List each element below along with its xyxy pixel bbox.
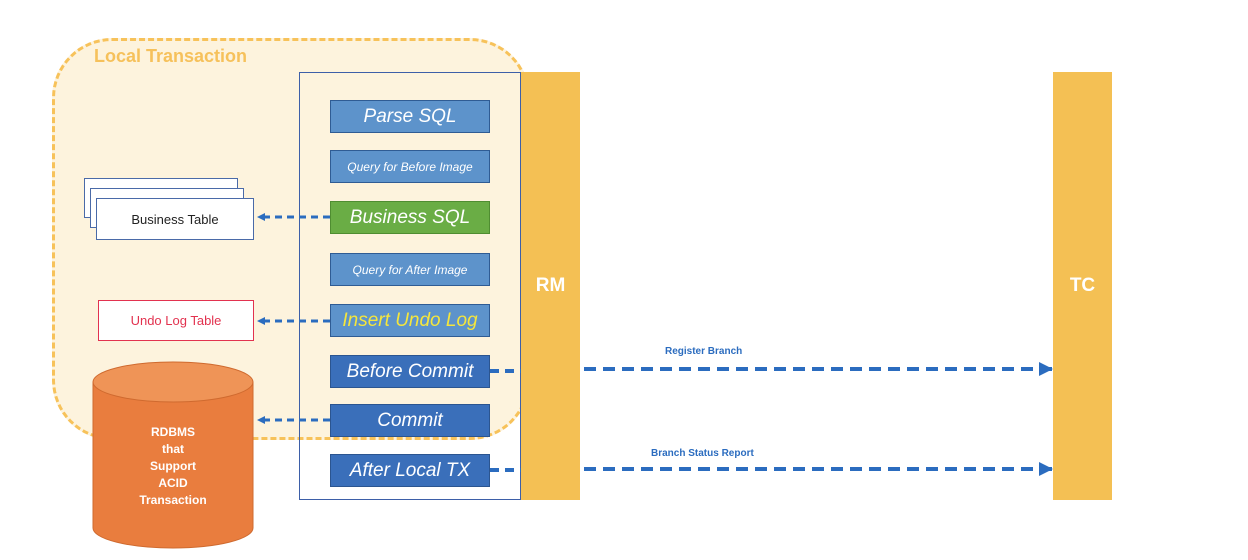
op-before-commit: Before Commit — [330, 355, 490, 388]
op-after-local-tx-label: After Local TX — [349, 459, 471, 481]
branch-status-report-label: Branch Status Report — [651, 448, 754, 459]
database-label-line: ACID — [158, 476, 188, 490]
op-insert-undo-log: Insert Undo Log — [330, 304, 490, 337]
op-parse-sql: Parse SQL — [330, 100, 490, 133]
op-before-commit-label: Before Commit — [346, 360, 474, 382]
undo-log-table-label: Undo Log Table — [130, 313, 222, 328]
operation-column — [299, 72, 521, 500]
local-transaction-label: Local Transaction — [94, 46, 248, 66]
op-business-sql-label: Business SQL — [349, 206, 471, 228]
undo-log-table: Undo Log Table — [98, 300, 254, 341]
op-after-local-tx: After Local TX — [330, 454, 490, 487]
op-query-before-image: Query for Before Image — [330, 150, 490, 183]
business-table: Business Table — [96, 198, 254, 240]
database-label: RDBMS that Support ACID Transaction — [100, 424, 246, 509]
rm-label: RM — [535, 275, 566, 296]
tc-bar: TC — [1053, 72, 1112, 500]
business-table-label: Business Table — [131, 211, 219, 227]
database-label-line: Transaction — [139, 493, 207, 507]
tc-label: TC — [1069, 275, 1096, 296]
op-business-sql: Business SQL — [330, 201, 490, 234]
database-label-line: Support — [150, 459, 196, 473]
register-branch-label: Register Branch — [665, 346, 743, 357]
op-commit-label: Commit — [377, 409, 443, 431]
op-commit: Commit — [330, 404, 490, 437]
op-query-after-image: Query for After Image — [330, 253, 490, 286]
database-cylinder — [92, 361, 254, 549]
database-label-line: that — [162, 442, 184, 456]
rm-bar: RM — [521, 72, 580, 500]
database-label-line: RDBMS — [151, 425, 195, 439]
op-insert-undo-log-label: Insert Undo Log — [342, 309, 478, 331]
op-parse-sql-label: Parse SQL — [363, 105, 457, 127]
op-query-before-image-label: Query for Before Image — [347, 159, 473, 174]
op-query-after-image-label: Query for After Image — [352, 262, 468, 277]
